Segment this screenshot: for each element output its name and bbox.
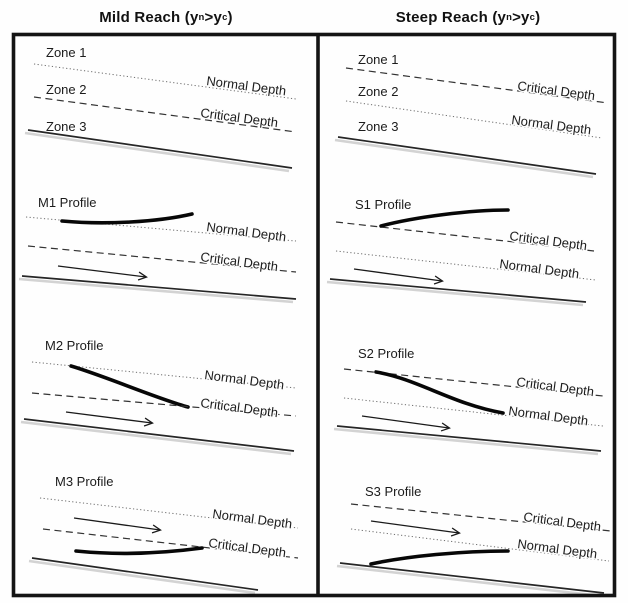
s3-profile-label: S3 Profile <box>365 484 421 499</box>
s2-profile-curve <box>374 370 505 415</box>
s3-profile-curve <box>369 549 510 566</box>
zone-2-label: Zone 2 <box>46 82 86 97</box>
zone-2-label: Zone 2 <box>358 84 398 99</box>
critical-depth-label: Critical Depth <box>200 105 279 130</box>
zone-3-label: Zone 3 <box>46 119 86 134</box>
steep-title-op: >y <box>512 8 530 26</box>
mild-title-close: ) <box>227 8 233 26</box>
critical-depth-label: Critical Depth <box>208 535 287 560</box>
critical-depth-line <box>345 67 609 104</box>
zone-1-label: Zone 1 <box>46 45 86 60</box>
critical-depth-line <box>27 245 297 273</box>
critical-depth-line <box>343 368 604 397</box>
m2-profile-curve <box>69 364 190 409</box>
normal-depth-label: Normal Depth <box>517 536 598 561</box>
normal-depth-line <box>335 250 597 281</box>
critical-depth-label: Critical Depth <box>516 374 595 399</box>
channel-bed-line <box>27 129 293 169</box>
s3-profile-panel: S3 Profile Critical Depth Normal Depth <box>336 484 612 598</box>
critical-depth-label: Critical Depth <box>200 249 279 274</box>
normal-depth-label: Normal Depth <box>206 73 287 98</box>
flow-arrow-icon <box>73 517 160 530</box>
bed-shadow <box>20 420 292 456</box>
normal-depth-label: Normal Depth <box>212 506 293 531</box>
diagram-frame <box>11 32 617 598</box>
channel-bed-line <box>23 418 295 452</box>
s2-profile-panel: S2 Profile Critical Depth Normal Depth <box>333 346 604 456</box>
steep-title-text: Steep Reach (y <box>395 8 507 26</box>
s1-profile-panel: S1 Profile Critical Depth Normal Depth <box>326 197 597 307</box>
channel-bed-line <box>31 557 259 591</box>
mild-title-text: Mild Reach (y <box>99 8 199 26</box>
critical-depth-label: Critical Depth <box>523 509 602 534</box>
normal-depth-label: Normal Depth <box>511 112 592 137</box>
s1-profile-curve <box>379 208 510 228</box>
normal-depth-line <box>343 397 604 427</box>
channel-bed-line <box>329 278 587 303</box>
bed-shadow <box>24 131 290 173</box>
bed-shadow <box>28 559 256 595</box>
channel-bed-line <box>339 562 605 594</box>
m1-profile-curve <box>60 212 194 225</box>
flow-arrow-icon <box>353 268 442 281</box>
bed-shadow <box>336 564 602 598</box>
steep-zones-panel: Zone 1 Zone 2 Zone 3 Critical Depth Norm… <box>334 52 609 179</box>
s2-profile-label: S2 Profile <box>358 346 414 361</box>
critical-depth-label: Critical Depth <box>200 395 279 420</box>
critical-depth-line <box>31 392 297 417</box>
m3-profile-curve <box>74 546 204 556</box>
normal-depth-label: Normal Depth <box>204 367 285 392</box>
normal-depth-label: Normal Depth <box>508 403 589 428</box>
normal-depth-label: Normal Depth <box>206 219 287 244</box>
s1-profile-label: S1 Profile <box>355 197 411 212</box>
m2-profile-panel: M2 Profile Normal Depth Critical Depth <box>20 338 297 456</box>
bed-shadow <box>333 427 599 456</box>
flow-arrow-icon <box>361 415 449 428</box>
flow-arrow-icon <box>370 520 459 533</box>
critical-depth-label: Critical Depth <box>509 228 588 253</box>
critical-depth-line <box>350 503 612 532</box>
bed-shadow <box>334 138 594 179</box>
bed-shadow <box>18 277 294 304</box>
zone-1-label: Zone 1 <box>358 52 398 67</box>
zone-3-label: Zone 3 <box>358 119 398 134</box>
mild-title-op: >y <box>204 8 223 26</box>
channel-bed-line <box>337 136 597 175</box>
normal-depth-line <box>33 63 297 100</box>
normal-depth-label: Normal Depth <box>499 256 580 281</box>
steep-title-close: ) <box>535 8 541 26</box>
critical-depth-line <box>42 528 299 559</box>
m1-profile-label: M1 Profile <box>38 195 97 210</box>
m2-profile-label: M2 Profile <box>45 338 104 353</box>
flow-arrow-icon <box>57 265 146 277</box>
flow-arrow-icon <box>65 411 152 423</box>
m3-profile-label: M3 Profile <box>55 474 114 489</box>
bed-shadow <box>326 280 584 307</box>
normal-depth-line <box>39 497 299 529</box>
channel-bed-line <box>336 425 602 452</box>
critical-depth-label: Critical Depth <box>517 78 596 103</box>
m3-profile-panel: M3 Profile Normal Depth Critical Depth <box>28 474 299 595</box>
critical-depth-line <box>33 96 297 133</box>
mild-zones-panel: Zone 1 Zone 2 Zone 3 Normal Depth Critic… <box>24 45 297 173</box>
normal-depth-line <box>350 528 610 562</box>
m1-profile-panel: M1 Profile Normal Depth Critical Depth <box>18 195 297 304</box>
critical-depth-line <box>335 221 595 252</box>
channel-bed-line <box>21 275 297 300</box>
